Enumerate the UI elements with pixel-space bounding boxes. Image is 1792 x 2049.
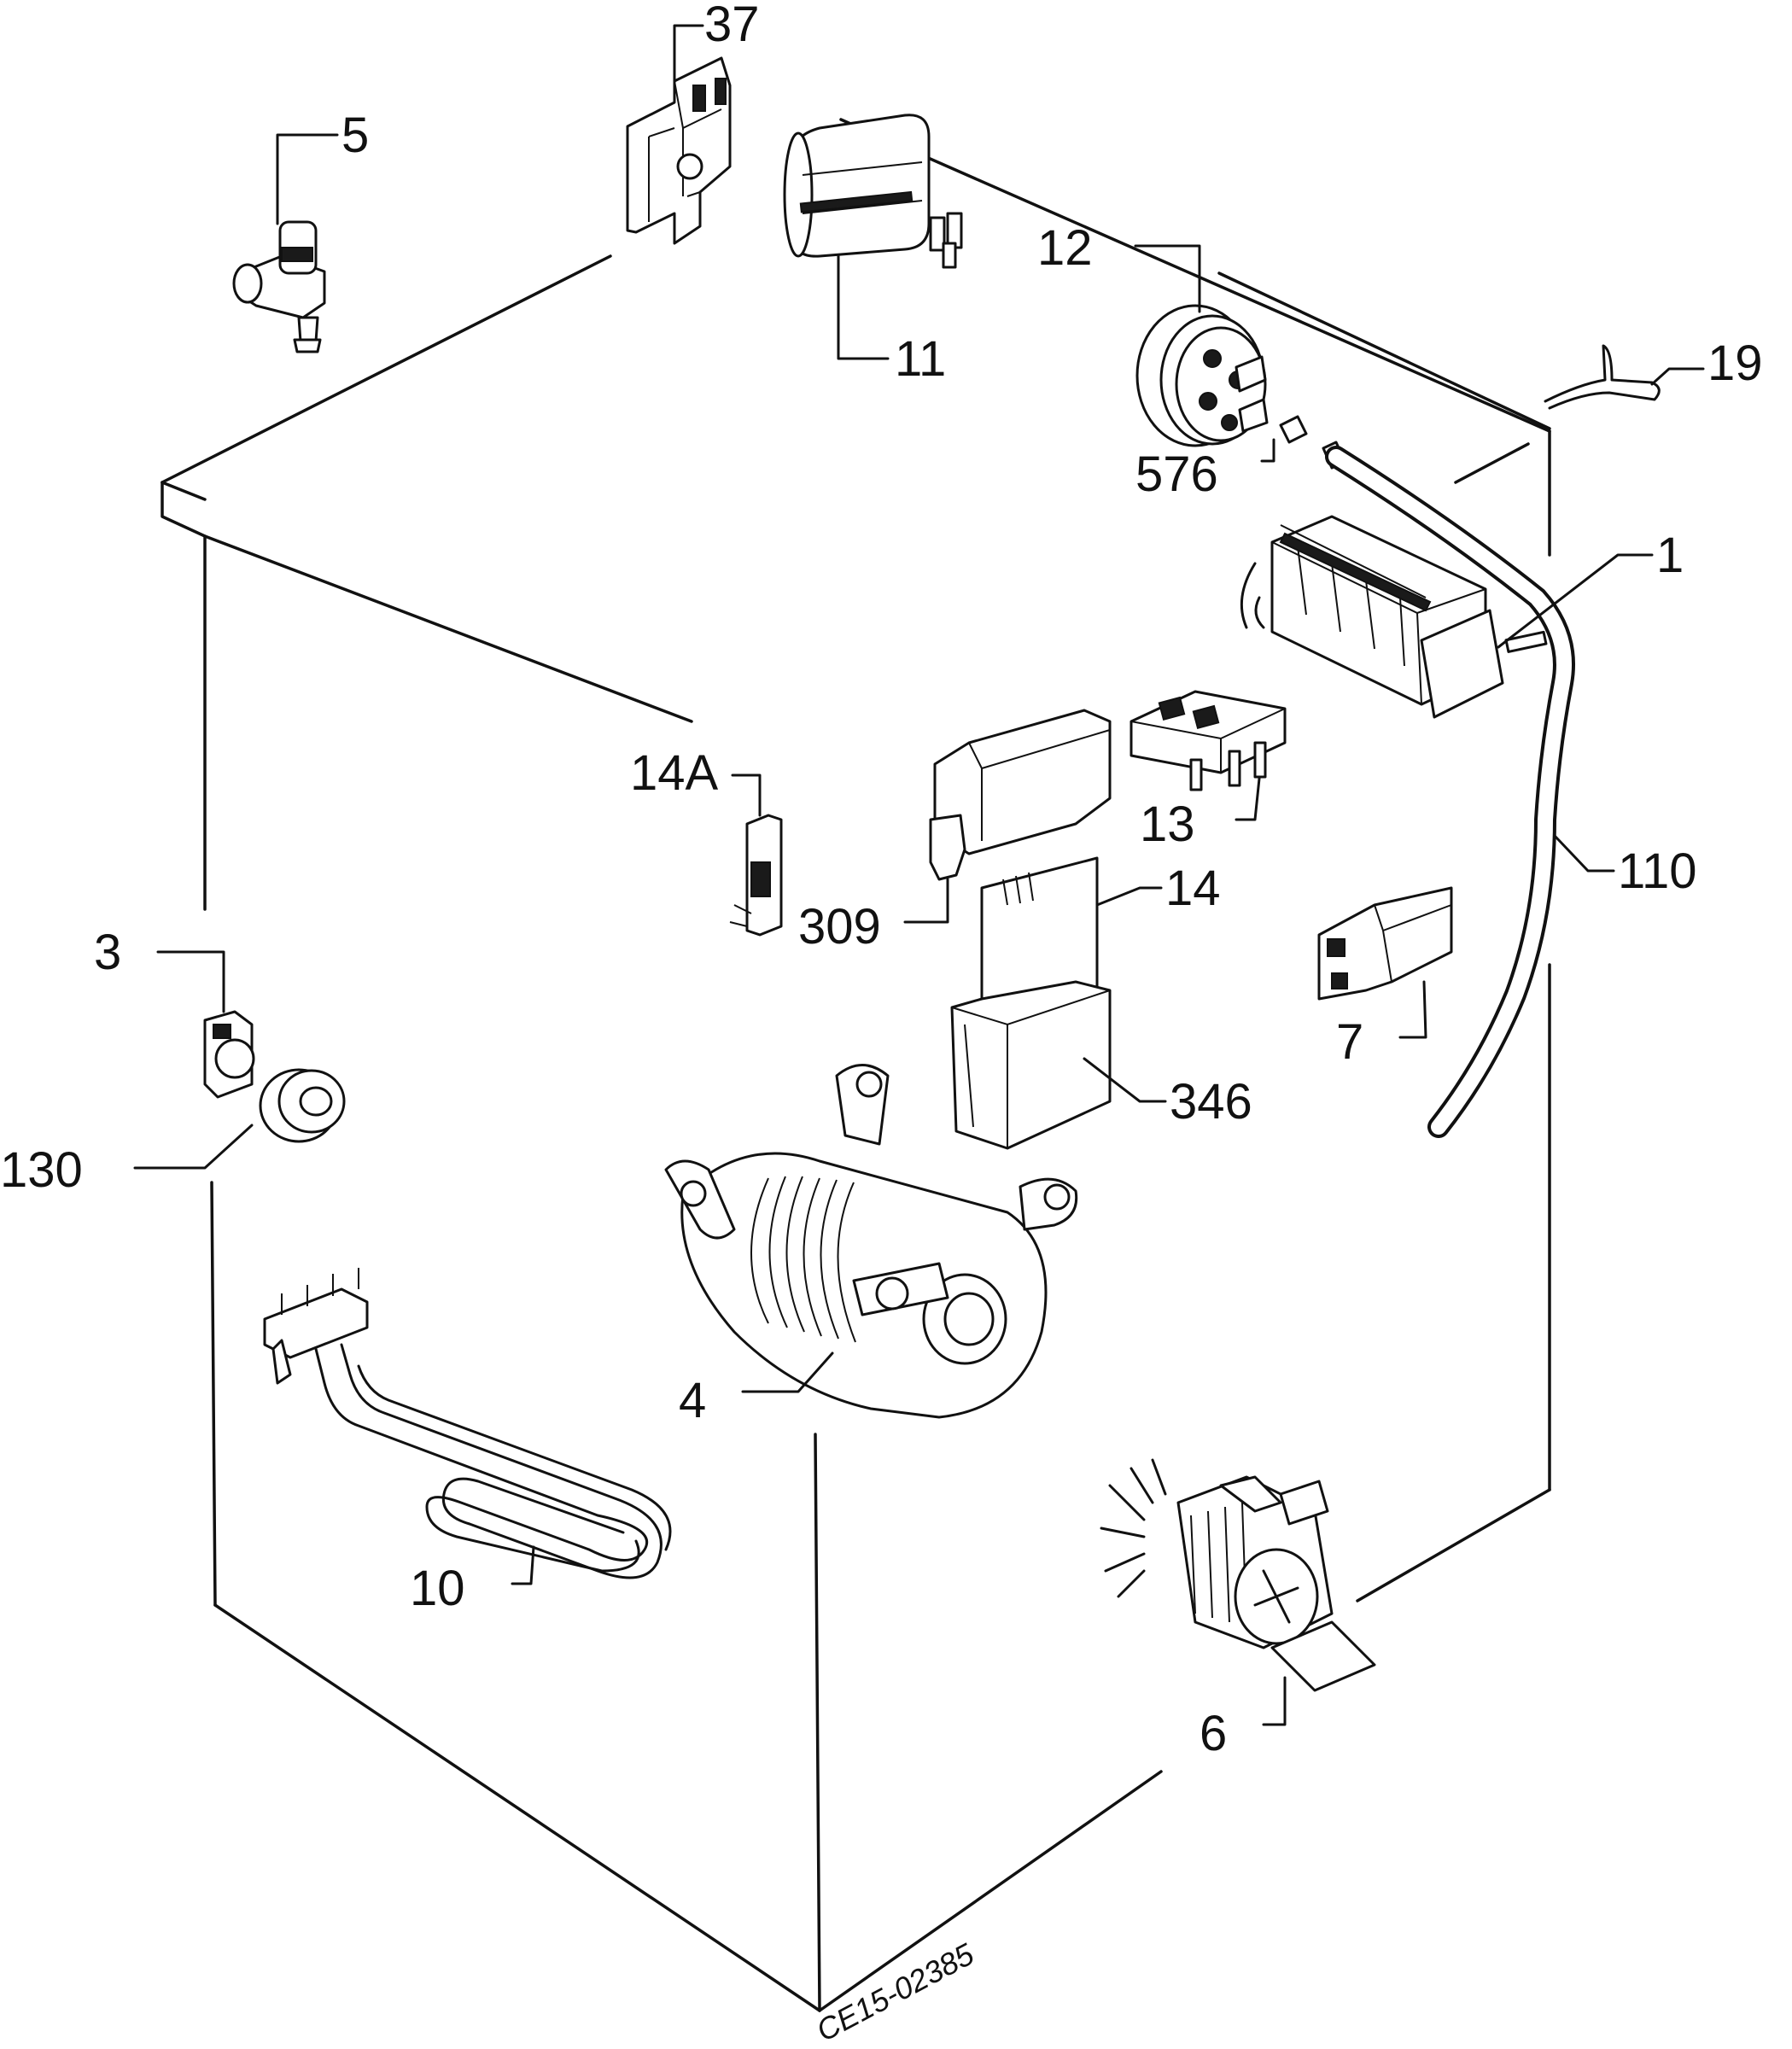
part-4-motor bbox=[664, 1064, 1078, 1419]
part-5-inlet-valve bbox=[232, 133, 339, 353]
label-346: 346 bbox=[1170, 1074, 1252, 1130]
label-37: 37 bbox=[704, 0, 760, 52]
label-110: 110 bbox=[1618, 844, 1696, 899]
part-346-board-housing bbox=[950, 980, 1167, 1150]
label-309: 309 bbox=[798, 899, 881, 954]
label-13: 13 bbox=[1140, 797, 1195, 852]
part-13-switch-block bbox=[1129, 690, 1287, 821]
part-11-capacitor bbox=[783, 114, 963, 360]
part-14a-bracket bbox=[729, 773, 783, 937]
cabinet-outline bbox=[161, 118, 1551, 2012]
part-1-programme-timer bbox=[1240, 515, 1654, 719]
part-576-nipple bbox=[1260, 415, 1308, 463]
label-5: 5 bbox=[341, 108, 369, 163]
label-6: 6 bbox=[1200, 1706, 1227, 1761]
label-12: 12 bbox=[1037, 220, 1093, 276]
label-130: 130 bbox=[0, 1142, 83, 1198]
part-10-heating-element bbox=[263, 1268, 672, 1585]
label-14: 14 bbox=[1165, 861, 1221, 916]
label-576: 576 bbox=[1135, 447, 1218, 502]
part-309-filter bbox=[903, 709, 1112, 924]
part-19-clip bbox=[1544, 344, 1705, 410]
part-37-door-lock bbox=[626, 24, 732, 245]
part-110-hose bbox=[1322, 441, 1615, 1138]
label-4: 4 bbox=[679, 1373, 706, 1428]
label-14a: 14A bbox=[630, 745, 719, 801]
part-3-thermostat bbox=[156, 950, 255, 1099]
label-19: 19 bbox=[1707, 336, 1763, 391]
drawing-code: CE15-02385 bbox=[811, 1936, 981, 2049]
part-12-pressure-switch bbox=[1134, 244, 1269, 447]
label-3: 3 bbox=[94, 925, 121, 980]
label-1: 1 bbox=[1656, 528, 1684, 583]
part-6-drain-pump bbox=[1100, 1458, 1376, 1726]
part-130-seal bbox=[133, 1068, 346, 1170]
label-11: 11 bbox=[895, 331, 946, 387]
part-7-door-interlock bbox=[1317, 886, 1453, 1039]
label-10: 10 bbox=[410, 1561, 465, 1616]
label-7: 7 bbox=[1336, 1014, 1363, 1070]
